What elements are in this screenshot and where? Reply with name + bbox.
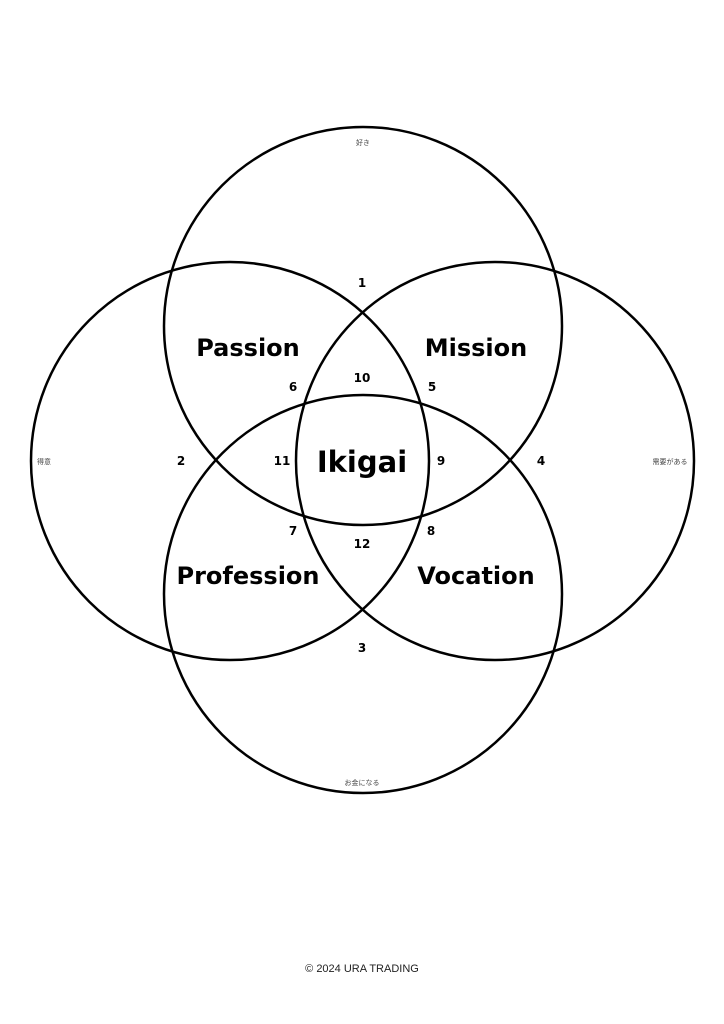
circle-good-at (29, 260, 431, 662)
region-ikigai: Ikigai (317, 445, 407, 479)
circle-needed (294, 260, 696, 662)
label-paid: お金になる (345, 778, 380, 787)
region-passion: Passion (196, 334, 300, 362)
circle-likes (162, 125, 564, 527)
region-vocation: Vocation (417, 562, 534, 590)
label-likes: 好き (356, 138, 370, 147)
region-number-3: 3 (358, 641, 366, 655)
region-number-11: 11 (274, 454, 291, 468)
region-number-1: 1 (358, 276, 366, 290)
region-mission: Mission (425, 334, 527, 362)
label-needed: 需要がある (653, 457, 688, 466)
region-number-2: 2 (177, 454, 185, 468)
region-number-5: 5 (428, 380, 436, 394)
region-number-4: 4 (537, 454, 545, 468)
region-number-7: 7 (289, 524, 297, 538)
circle-paid (162, 393, 564, 795)
region-number-10: 10 (354, 371, 371, 385)
label-good-at: 得意 (37, 457, 51, 466)
region-profession: Profession (176, 562, 319, 590)
region-number-8: 8 (427, 524, 435, 538)
region-number-6: 6 (289, 380, 297, 394)
region-number-12: 12 (354, 537, 371, 551)
region-number-9: 9 (437, 454, 445, 468)
footer-copyright: © 2024 URA TRADING (305, 963, 419, 975)
